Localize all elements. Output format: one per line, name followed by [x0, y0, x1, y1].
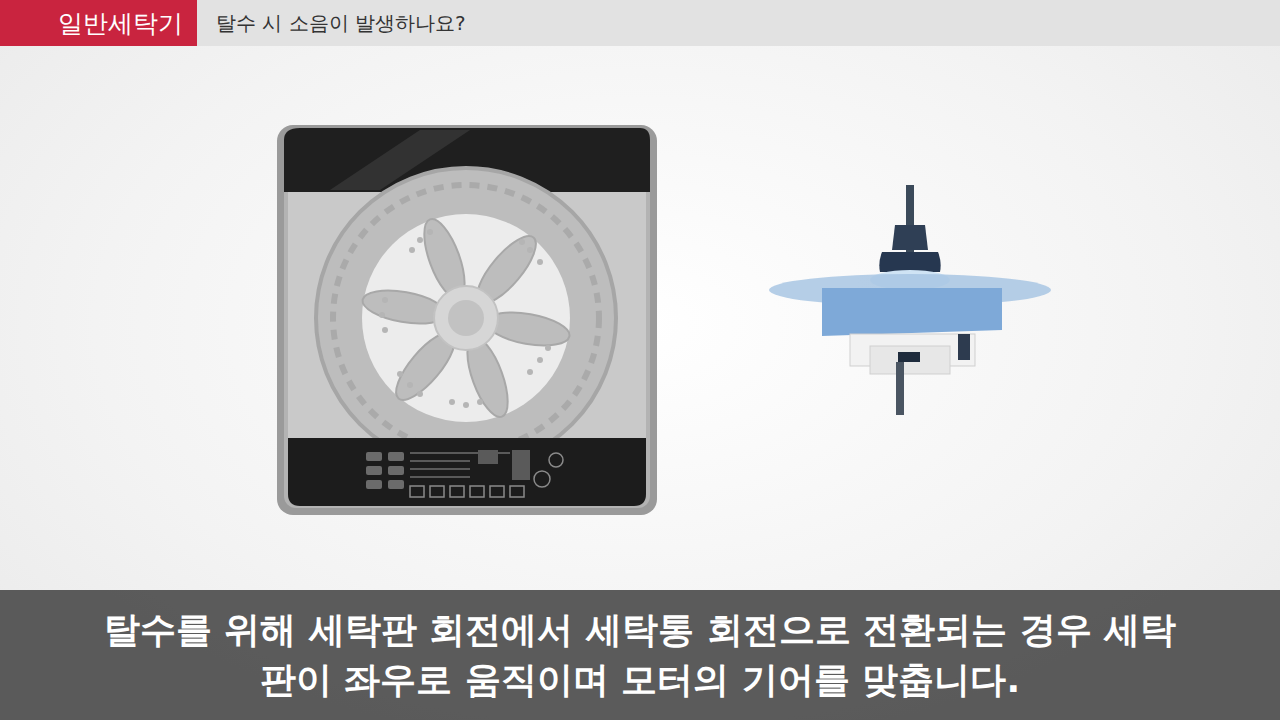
subtitle-caption: 탈수를 위해 세탁판 회전에서 세탁통 회전으로 전환되는 경우 세탁판이 좌우…: [100, 598, 1180, 712]
category-label: 일반세탁기: [58, 7, 183, 40]
category-tab: 일반세탁기: [0, 0, 197, 46]
header-title: 탈수 시 소음이 발생하나요?: [216, 0, 466, 46]
